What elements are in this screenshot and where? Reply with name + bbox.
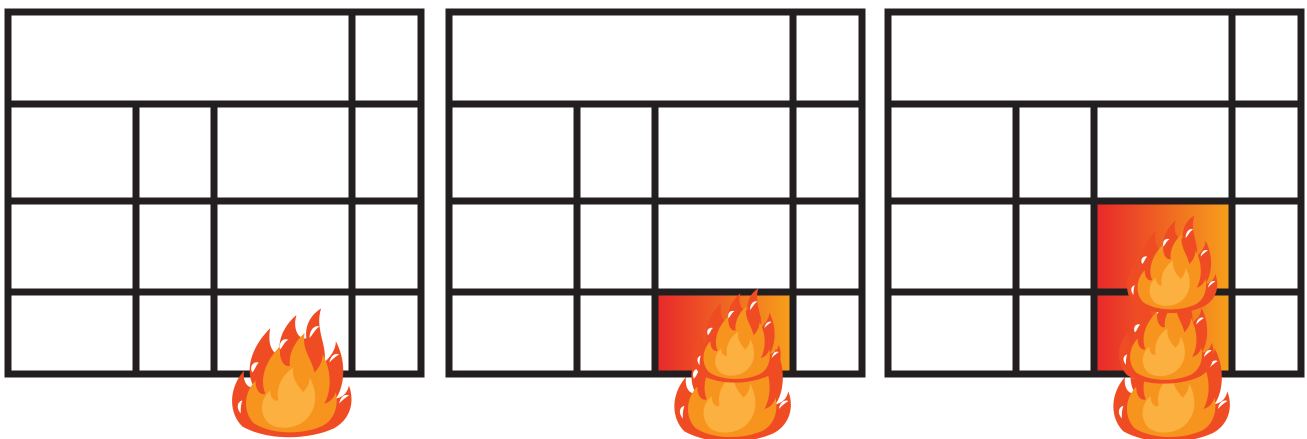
panel-3 [888,12,1301,439]
panel-2 [449,12,862,439]
fire-icon [232,308,351,437]
panel-1 [8,12,421,437]
